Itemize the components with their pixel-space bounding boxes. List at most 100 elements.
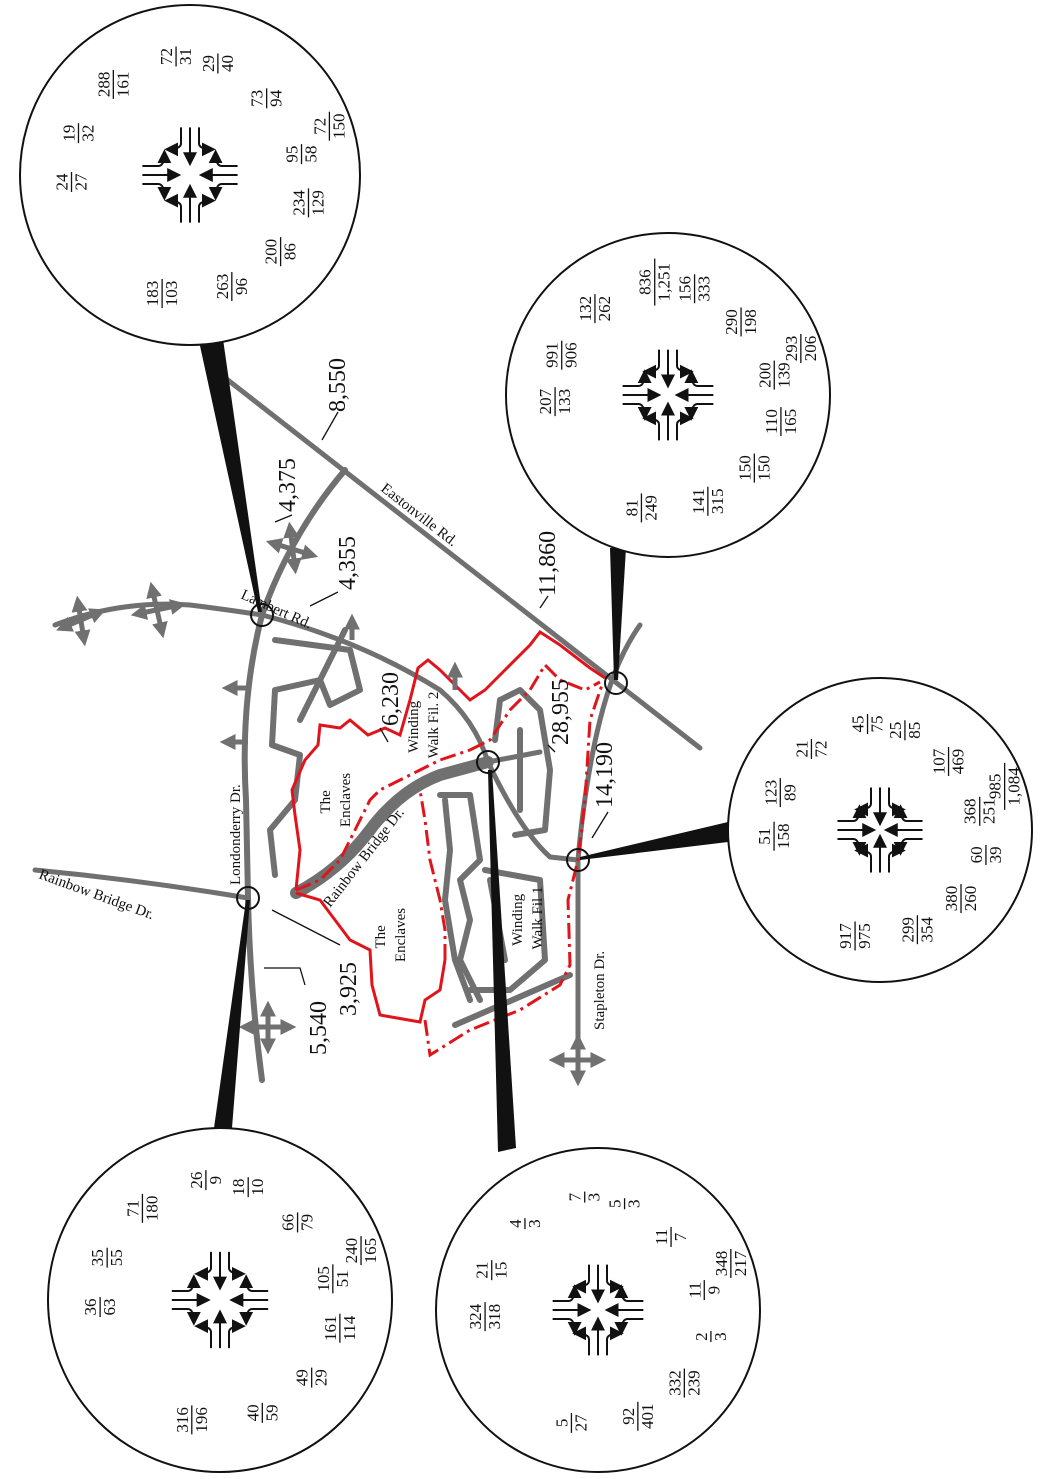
rainbow-bridge-road-east bbox=[485, 759, 581, 863]
pm-volume: 55 bbox=[107, 1249, 126, 1266]
eastonville-road bbox=[212, 367, 703, 751]
pm-volume: 1,251 bbox=[655, 263, 674, 301]
adt-4375: 4,375 bbox=[275, 458, 301, 512]
intersection-eastonville bbox=[604, 671, 628, 695]
am-volume: 11 bbox=[685, 1282, 704, 1298]
two-way-arrow bbox=[71, 595, 91, 647]
right-turn-arrow bbox=[208, 149, 238, 167]
pm-volume: 79 bbox=[298, 1214, 317, 1231]
am-volume: 991 bbox=[543, 342, 562, 368]
adt-leader bbox=[591, 811, 609, 839]
adt-11860: 11,860 bbox=[535, 531, 561, 596]
pm-volume: 3 bbox=[525, 1219, 544, 1228]
am-volume: 19 bbox=[59, 125, 78, 142]
pm-volume: 161 bbox=[113, 72, 132, 98]
pm-volume: 318 bbox=[485, 1304, 504, 1330]
pm-volume: 354 bbox=[917, 916, 936, 942]
intersection-stapleton bbox=[566, 848, 590, 872]
left-turn-arrow bbox=[239, 1308, 269, 1326]
adt-4355: 4,355 bbox=[335, 536, 361, 590]
am-volume: 21 bbox=[473, 1262, 492, 1279]
pm-volume: 7 bbox=[671, 1232, 690, 1241]
am-volume: 24 bbox=[53, 173, 72, 191]
am-volume: 156 bbox=[676, 276, 695, 302]
adt-6230: 6,230 bbox=[378, 672, 404, 726]
pm-volume: 198 bbox=[741, 309, 760, 335]
am-volume: 234 bbox=[289, 190, 308, 216]
local-street bbox=[497, 687, 553, 838]
pm-volume: 94 bbox=[267, 89, 286, 107]
pm-volume: 133 bbox=[555, 389, 574, 415]
lambert-road-east bbox=[259, 612, 491, 765]
intersection-londonderry bbox=[236, 886, 260, 910]
pm-volume: 15 bbox=[492, 1262, 511, 1279]
right-turn-arrow bbox=[194, 1251, 212, 1281]
am-volume: 161 bbox=[321, 1315, 340, 1341]
access-arrows bbox=[56, 521, 607, 1087]
pm-volume: 10 bbox=[248, 1179, 267, 1196]
pm-volume: 401 bbox=[638, 1404, 657, 1430]
am-volume: 123 bbox=[761, 780, 780, 806]
am-volume: 36 bbox=[81, 1299, 100, 1316]
boundary-enclaves-north-dash bbox=[295, 748, 471, 892]
local-street bbox=[297, 627, 348, 723]
am-volume: 348 bbox=[712, 1251, 731, 1277]
leader-eastonville bbox=[610, 548, 626, 680]
area-label-enclaves-south: The Enclaves bbox=[373, 908, 409, 962]
am-volume: 35 bbox=[88, 1249, 107, 1266]
two-way-arrow bbox=[146, 581, 168, 639]
am-volume: 107 bbox=[930, 748, 949, 774]
pm-volume: 217 bbox=[731, 1250, 750, 1276]
left-turn-arrow bbox=[837, 804, 867, 822]
local-street bbox=[442, 797, 473, 1003]
adt-14190: 14,190 bbox=[592, 742, 618, 808]
pm-volume: 40 bbox=[218, 55, 237, 72]
leader-stapleton bbox=[580, 822, 728, 860]
am-volume: 150 bbox=[735, 455, 754, 481]
stapleton-road bbox=[575, 622, 643, 1063]
boundary-enclaves-north bbox=[290, 629, 606, 891]
adt-leader bbox=[274, 514, 293, 523]
left-turn-arrow bbox=[194, 1319, 212, 1349]
adt-5540: 5,540 bbox=[306, 1001, 332, 1055]
local-street bbox=[452, 972, 573, 1028]
am-volume: 21 bbox=[792, 740, 811, 757]
intersection-markers bbox=[236, 603, 628, 910]
pm-volume: 129 bbox=[308, 190, 327, 216]
adt-leader bbox=[271, 909, 341, 946]
pm-volume: 315 bbox=[708, 489, 727, 514]
pm-volume: 31 bbox=[176, 48, 195, 65]
pm-volume: 86 bbox=[281, 243, 300, 260]
boundary-enclaves-south bbox=[295, 891, 447, 1024]
am-volume: 11 bbox=[652, 1229, 671, 1245]
local-street bbox=[269, 637, 363, 758]
local-street bbox=[437, 792, 483, 1003]
detail-circle-outline bbox=[47, 1127, 393, 1473]
am-volume: 5 bbox=[606, 1199, 625, 1208]
